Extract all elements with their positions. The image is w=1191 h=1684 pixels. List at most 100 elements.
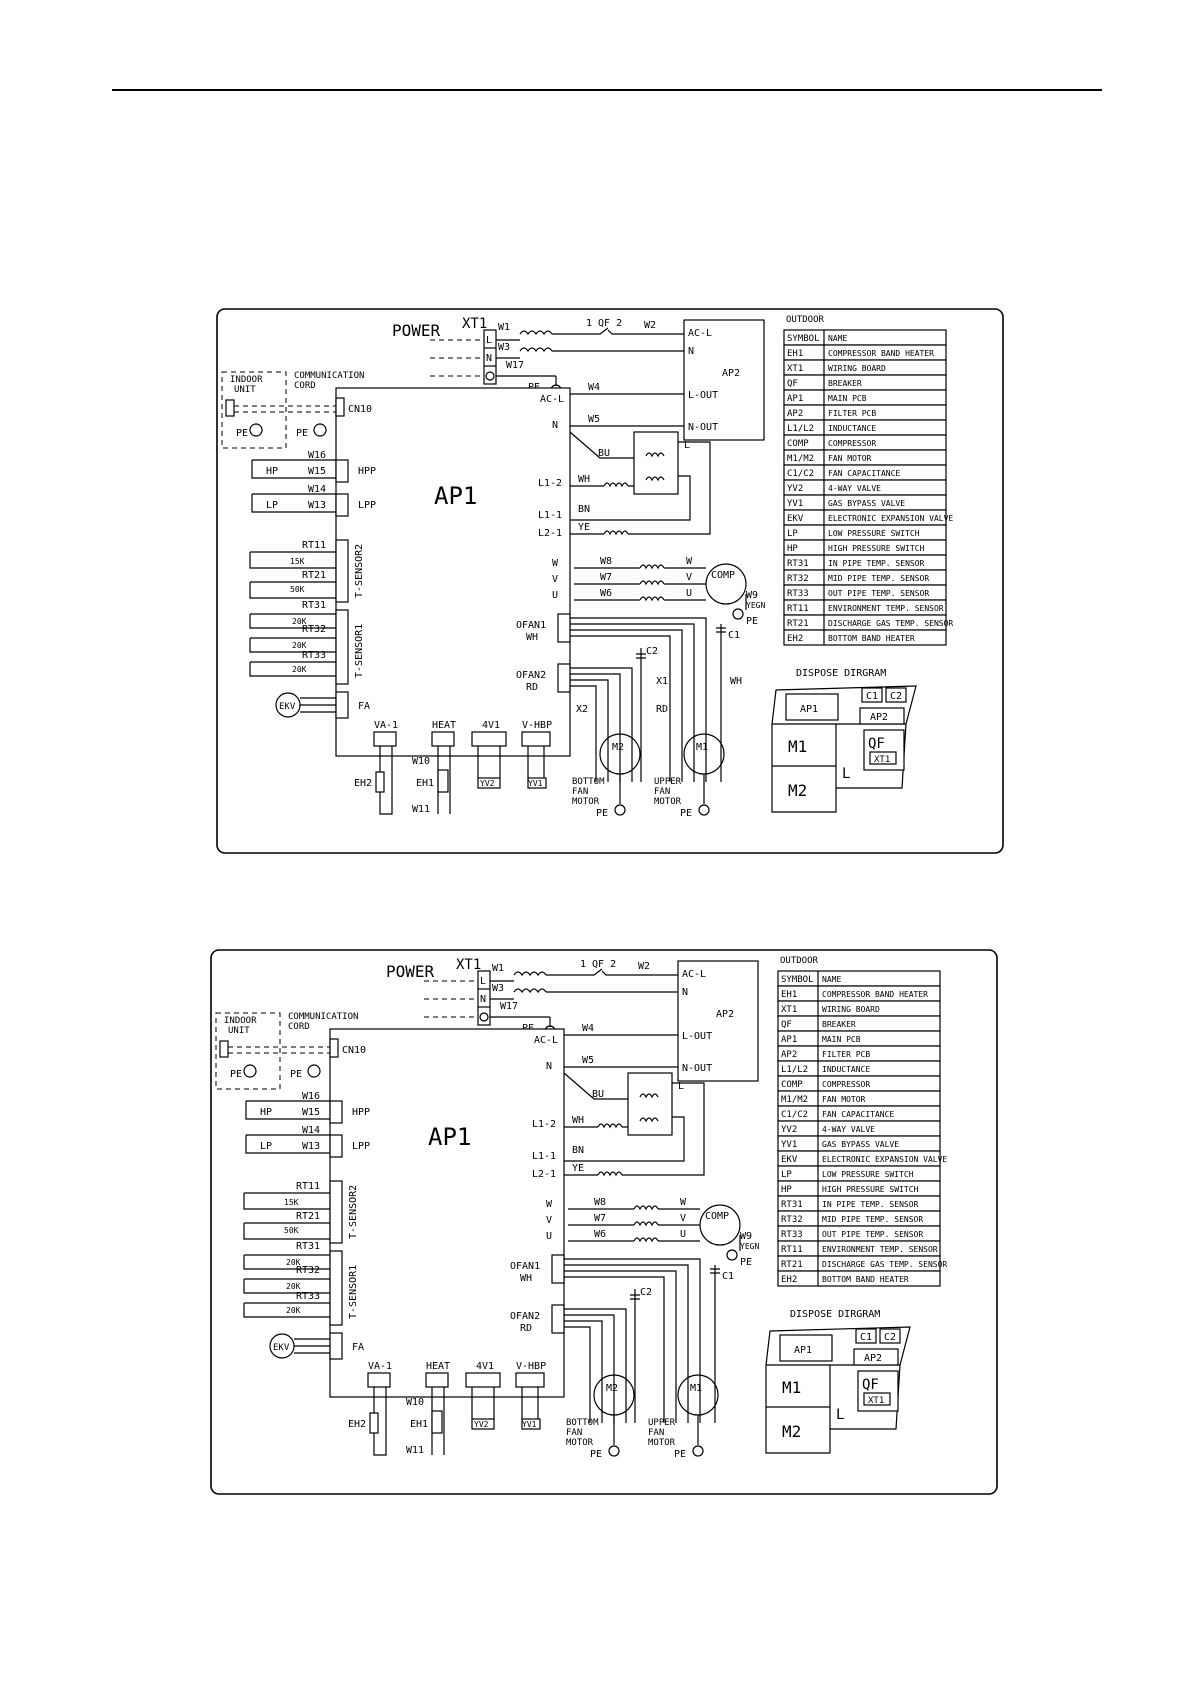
wiring-diagram-1: POWER XT1 L N W1 W3 W17 1 QF 2 W2 PE AC-… — [216, 308, 1006, 860]
label-legend-title: OUTDOOR — [780, 956, 819, 966]
label-w6: W6 — [594, 1229, 606, 1240]
label-lout: L-OUT — [688, 390, 718, 401]
main-pcb-ap1: AP1 AC-L N L1-2 L1-1 L2-1 W V U — [335, 387, 571, 757]
legend-symbol: COMP — [781, 1080, 803, 1090]
label-cw: W — [680, 1197, 687, 1208]
label-m2: M2 — [606, 1383, 618, 1394]
label-w10: W10 — [406, 1397, 424, 1408]
label-w15: W15 — [302, 1107, 320, 1118]
label-dispose-title: DISPOSE DIRGRAM — [796, 668, 886, 679]
label-pe: PE — [596, 808, 608, 819]
label-heat: HEAT — [432, 720, 456, 731]
indoor-unit: INDOOR UNIT PE — [215, 1012, 281, 1090]
label-w8: W8 — [600, 556, 612, 567]
label-acl: AC-L — [688, 328, 712, 339]
legend-name: COMPRESSOR BAND HEATER — [828, 349, 934, 358]
label-pe: PE — [740, 1257, 752, 1268]
label-d-qf: QF — [868, 736, 885, 752]
label-va1: VA-1 — [368, 1361, 392, 1372]
legend-symbol: EH2 — [787, 634, 803, 644]
legend-symbol: LP — [781, 1170, 792, 1180]
label-rt33: RT33 — [302, 650, 326, 661]
legend-name: BOTTOM BAND HEATER — [822, 1275, 909, 1284]
legend-name: LOW PRESSURE SWITCH — [822, 1170, 914, 1179]
label-comp: COMP — [705, 1211, 729, 1222]
legend-symbol: RT11 — [787, 604, 809, 614]
legend-symbol: YV1 — [787, 499, 803, 509]
legend-symbol: YV2 — [781, 1125, 797, 1135]
label-comm2: CORD — [288, 1022, 310, 1032]
legend-symbol: AP1 — [781, 1035, 797, 1045]
label-w17: W17 — [500, 1001, 518, 1012]
indoor-unit: INDOOR UNIT PE — [221, 371, 287, 449]
header-rule — [112, 89, 1102, 91]
legend-symbol: HP — [781, 1185, 792, 1195]
legend-name: INDUCTANCE — [828, 424, 876, 433]
diagram-frame — [216, 308, 1004, 854]
label-v: V — [546, 1215, 552, 1226]
legend-symbol: QF — [787, 379, 798, 389]
label-eh1: EH1 — [410, 1419, 428, 1430]
label-fa: FA — [358, 701, 370, 712]
label-hpp: HPP — [358, 466, 376, 477]
label-cu: U — [686, 588, 692, 599]
label-n: N — [480, 994, 486, 1005]
label-c2: C2 — [640, 1287, 652, 1298]
legend-name: 4-WAY VALVE — [828, 484, 881, 493]
label-rt21: RT21 — [302, 570, 326, 581]
label-c1: C1 — [728, 630, 740, 641]
label-hpp: HPP — [352, 1107, 370, 1118]
label-cn10: CN10 — [348, 404, 372, 415]
legend-symbol: L1/L2 — [781, 1065, 808, 1075]
legend-name: COMPRESSOR — [822, 1080, 870, 1089]
qf-label: 1 QF 2 — [586, 318, 622, 329]
legend-name: DISCHARGE GAS TEMP. SENSOR — [828, 619, 953, 628]
label-acn: N — [688, 346, 694, 357]
label-indoor1: INDOOR — [224, 1016, 257, 1026]
label-d-l: L — [836, 1407, 844, 1423]
legend-name: OUT PIPE TEMP. SENSOR — [828, 589, 929, 598]
label-l21: L2-1 — [538, 528, 562, 539]
label-wh2: WH — [520, 1273, 532, 1284]
label-rd: RD — [520, 1323, 532, 1334]
label-k20a: 20K — [292, 617, 307, 626]
label-w7: W7 — [594, 1213, 606, 1224]
legend-name: MAIN PCB — [822, 1035, 861, 1044]
label-ekv: EKV — [273, 1343, 290, 1353]
label-cw: W — [686, 556, 693, 567]
label-comm1: COMMUNICATION — [288, 1012, 358, 1022]
label-w5: W5 — [588, 414, 600, 425]
legend-symbol: RT31 — [781, 1200, 803, 1210]
label-rt11: RT11 — [296, 1181, 320, 1192]
label-cv: V — [686, 572, 692, 583]
label-pe: PE — [680, 808, 692, 819]
label-d-c2: C2 — [890, 691, 902, 702]
label-indoor2: UNIT — [228, 1026, 250, 1036]
label-w8: W8 — [594, 1197, 606, 1208]
label-x1: X1 — [656, 676, 668, 687]
legend-symbol: SYMBOL — [787, 334, 820, 344]
label-fan: FAN — [648, 1428, 664, 1438]
label-fan: FAN — [654, 787, 670, 797]
filter-coils — [513, 971, 547, 994]
label-eh1: EH1 — [416, 778, 434, 789]
legend-name: OUT PIPE TEMP. SENSOR — [822, 1230, 923, 1239]
label-k20b: 20K — [286, 1282, 301, 1291]
dispose-diagram: DISPOSE DIRGRAM AP1 C1 C2 AP2 M1 M2 L QF… — [765, 1309, 911, 1454]
label-rt33: RT33 — [296, 1291, 320, 1302]
label-k50: 50K — [290, 585, 305, 594]
label-ofan2: OFAN2 — [516, 670, 546, 681]
label-motor: MOTOR — [572, 797, 600, 807]
label-pe: PE — [296, 428, 308, 439]
label-pe: PE — [230, 1069, 242, 1080]
legend-name: GAS BYPASS VALVE — [822, 1140, 899, 1149]
legend-name: INDUCTANCE — [822, 1065, 870, 1074]
diagram-frame — [210, 949, 998, 1495]
label-indoor1: INDOOR — [230, 375, 263, 385]
label-u: U — [546, 1231, 552, 1242]
legend-symbol: XT1 — [787, 364, 803, 374]
label-l12: L1-2 — [532, 1119, 556, 1130]
label-ap1-n: N — [546, 1061, 552, 1072]
legend-symbol: M1/M2 — [781, 1095, 808, 1105]
